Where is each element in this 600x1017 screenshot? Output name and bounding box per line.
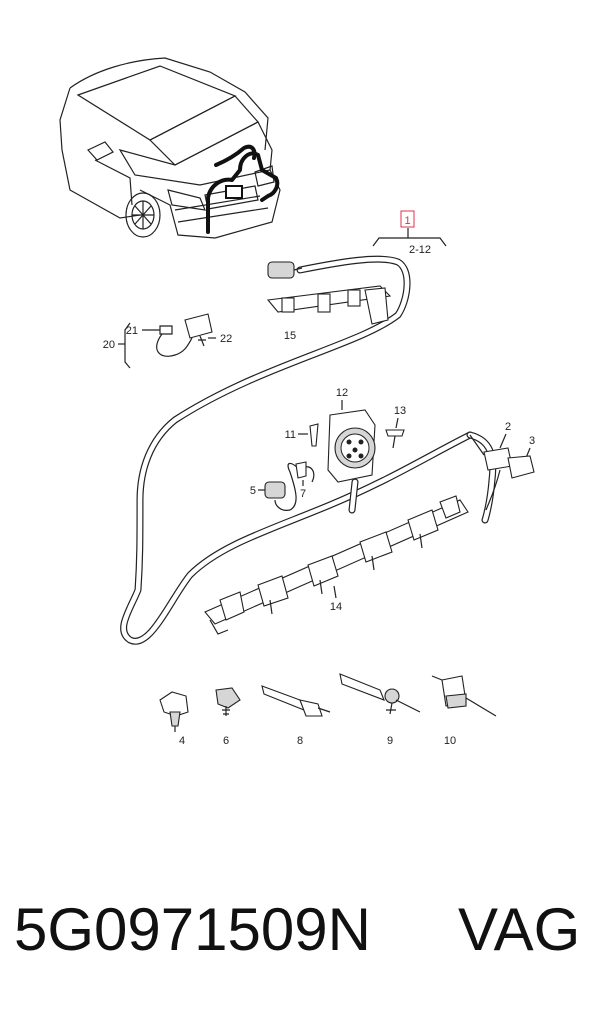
part-10-holder: 10 xyxy=(431,675,497,747)
parts-2-3-connectors: 2 3 xyxy=(469,421,535,511)
callout-7: 7 xyxy=(300,488,306,500)
part-9-tie: 9 xyxy=(339,673,421,747)
callout-20: 20 xyxy=(103,339,115,351)
callout-6: 6 xyxy=(223,735,229,747)
callout-3: 3 xyxy=(529,435,535,447)
caption-bar: 5G0971509N VAG xyxy=(0,895,600,975)
callout-22: 22 xyxy=(220,333,232,345)
callout-4: 4 xyxy=(179,735,185,747)
car-illustration xyxy=(59,57,281,239)
brand-name: VAG xyxy=(458,896,581,963)
group-range: 2-12 xyxy=(409,244,431,256)
part-8-tie: 8 xyxy=(261,685,331,747)
group-number: 1 xyxy=(404,215,410,227)
charging-hose xyxy=(120,255,497,645)
part-12-charging-socket: 12 xyxy=(327,387,376,514)
callout-15: 15 xyxy=(284,330,296,342)
callout-8: 8 xyxy=(297,735,303,747)
parts-diagram: 1 2-12 15 20 21 22 12 xyxy=(59,57,535,747)
part-14-rail: 14 xyxy=(204,495,469,635)
callout-9: 9 xyxy=(387,735,393,747)
callout-10: 10 xyxy=(444,735,456,747)
group-number-box xyxy=(400,210,415,228)
part-4-clip: 4 xyxy=(159,691,189,747)
part-20-22-group: 20 21 22 xyxy=(103,313,232,369)
callout-11: 11 xyxy=(285,429,296,441)
group-label: 1 2-12 xyxy=(372,210,447,256)
parts-5-7: 5 7 xyxy=(250,461,315,511)
parts-11-13: 11 13 xyxy=(285,405,406,449)
callout-14: 14 xyxy=(330,601,342,613)
callout-2: 2 xyxy=(505,421,511,433)
part-15-bracket: 15 xyxy=(266,261,392,342)
callout-12: 12 xyxy=(336,387,348,399)
callout-13: 13 xyxy=(394,405,406,417)
part-number: 5G0971509N xyxy=(14,896,371,963)
callout-5: 5 xyxy=(250,485,256,497)
callout-21: 21 xyxy=(126,325,138,337)
part-6-clip: 6 xyxy=(215,687,241,747)
